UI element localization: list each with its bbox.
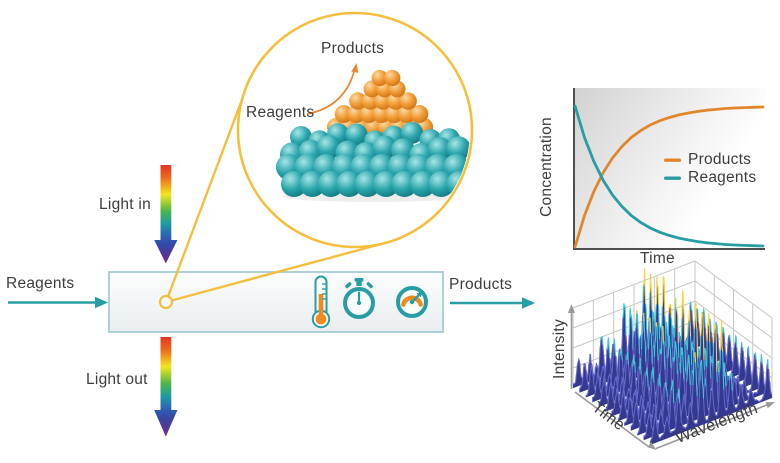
concentration-time-chart <box>573 88 765 250</box>
products-out-label: Products <box>449 276 513 293</box>
wavelength-axis-arrow <box>765 402 775 409</box>
y-axis-label-concentration: Concentration <box>538 117 555 217</box>
z-axis-label-intensity: Intensity <box>551 319 568 379</box>
magnifier-origin <box>158 294 174 310</box>
x-axis-label-time: Time <box>640 250 675 267</box>
legend-products-label: Products <box>688 150 752 168</box>
light-in-label: Light in <box>99 196 151 213</box>
chart-axes <box>573 88 765 250</box>
spectra-waterfall-chart <box>568 260 775 450</box>
nanocluster <box>276 69 470 202</box>
reagents-in-label: Reagents <box>6 275 75 292</box>
magnifier-products-label: Products <box>321 40 385 57</box>
legend-reagents-swatch <box>664 176 681 180</box>
products-curve <box>573 105 765 249</box>
legend-products-swatch <box>664 158 681 162</box>
reagents-arrow <box>8 296 108 309</box>
waterfall-axes <box>568 304 775 450</box>
light-out-arrow <box>154 337 178 437</box>
gauge-icon <box>396 286 428 318</box>
intensity-axis-arrow <box>568 304 575 313</box>
magnifier-reagents-label: Reagents <box>246 104 315 121</box>
legend-reagents-label: Reagents <box>688 168 757 186</box>
waterfall-surface <box>572 268 773 445</box>
magnifier-link-lines <box>164 88 386 304</box>
time-axis-arrow <box>647 442 657 450</box>
product-release-arrow <box>306 63 359 115</box>
light-out-label: Light out <box>86 371 148 388</box>
stopwatch-icon <box>343 278 375 319</box>
thermometer-icon <box>311 275 331 329</box>
light-in-arrow <box>154 165 178 264</box>
reagents-curve <box>573 104 765 248</box>
products-arrow <box>450 297 535 309</box>
